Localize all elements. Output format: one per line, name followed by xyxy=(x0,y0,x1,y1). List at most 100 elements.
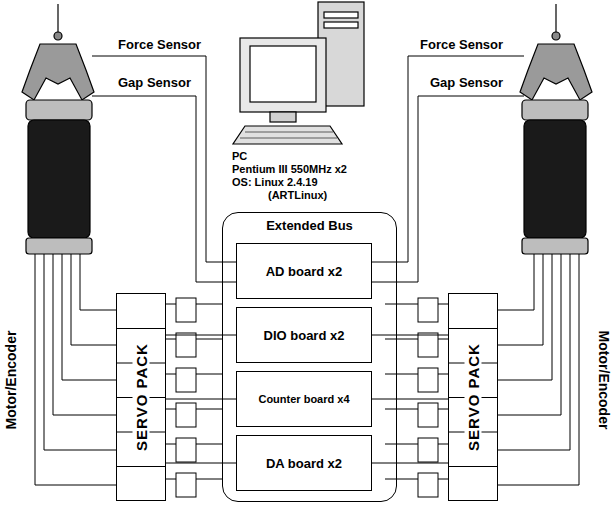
cable-label: Motor/Encoder xyxy=(595,331,610,430)
board-label: Counter board x4 xyxy=(258,393,349,405)
haptic-device-right xyxy=(520,4,592,254)
haptic-device-left xyxy=(22,4,94,254)
device-housing xyxy=(524,120,586,238)
servo-pack-label: SERVO PACK xyxy=(465,339,482,455)
servo-wire xyxy=(166,444,176,445)
interface-board: AD board x2 xyxy=(236,243,372,299)
terminal-block xyxy=(418,473,438,497)
motor-cable xyxy=(498,254,543,345)
board-label: DIO board x2 xyxy=(264,328,345,343)
terminal-block xyxy=(176,438,196,462)
device-base-plate xyxy=(26,100,92,120)
motor-cable xyxy=(71,254,116,345)
servo-wire xyxy=(196,409,222,410)
motor-cable xyxy=(80,254,116,310)
servo-wire xyxy=(166,339,176,340)
bus-wire xyxy=(372,399,448,400)
servo-wire xyxy=(385,409,418,410)
servo-wire xyxy=(385,339,418,340)
servo-unit-divider xyxy=(117,466,165,467)
drive-bay xyxy=(324,22,358,28)
motor-cable xyxy=(62,254,116,380)
bus-wire xyxy=(166,463,236,464)
device-stylus xyxy=(555,4,556,34)
terminal-block xyxy=(418,333,438,357)
pc-spec: PC xyxy=(232,150,247,162)
pc-keyboard xyxy=(233,126,342,144)
keyboard-keys xyxy=(240,132,337,138)
motor-cable xyxy=(53,254,116,415)
servo-wire xyxy=(196,339,222,340)
monitor-stand xyxy=(270,112,296,122)
servo-wire xyxy=(385,444,418,445)
motor-cable xyxy=(44,254,116,450)
bus-wire xyxy=(166,399,236,400)
terminal-block xyxy=(176,368,196,392)
servo-wire xyxy=(438,479,448,480)
drive-bay xyxy=(324,12,358,18)
terminal-block xyxy=(176,403,196,427)
servo-pack: SERVO PACK xyxy=(448,293,498,501)
device-tip xyxy=(552,32,560,40)
motor-cable xyxy=(498,254,534,310)
device-bottom-ring xyxy=(522,238,588,254)
parallel-mechanism xyxy=(520,44,592,100)
sensor-label: Force Sensor xyxy=(420,38,503,52)
servo-wire xyxy=(438,304,448,305)
servo-wire xyxy=(166,304,176,305)
servo-wire xyxy=(438,409,448,410)
servo-wire xyxy=(385,374,418,375)
monitor-screen xyxy=(250,46,316,102)
servo-wire xyxy=(438,374,448,375)
interface-board: Counter board x4 xyxy=(236,371,372,427)
motor-cable xyxy=(498,254,552,380)
servo-wire xyxy=(385,479,418,480)
motor-cable xyxy=(498,254,561,415)
servo-wire xyxy=(196,444,222,445)
servo-wire xyxy=(166,374,176,375)
device-tip xyxy=(54,32,62,40)
pc-monitor xyxy=(240,38,326,112)
servo-pack-label: SERVO PACK xyxy=(133,339,150,455)
force-sensor-wire xyxy=(92,56,236,262)
servo-wire xyxy=(385,304,418,305)
pc-spec: (ARTLinux) xyxy=(268,189,327,201)
board-label: AD board x2 xyxy=(266,264,343,279)
servo-wire xyxy=(166,409,176,410)
servo-wire xyxy=(196,304,222,305)
bus-title: Extended Bus xyxy=(223,218,396,233)
pc-illustration xyxy=(233,2,364,144)
terminal-block xyxy=(418,438,438,462)
interface-board: DA board x2 xyxy=(236,435,372,491)
device-stylus xyxy=(57,4,58,34)
bus-wire xyxy=(372,463,448,464)
terminal-block xyxy=(176,333,196,357)
motor-cable xyxy=(35,254,116,485)
sensor-label: Force Sensor xyxy=(118,38,201,52)
cable-label: Motor/Encoder xyxy=(4,331,19,430)
device-housing xyxy=(28,120,90,238)
terminal-block xyxy=(176,298,196,322)
servo-pack: SERVO PACK xyxy=(116,293,166,501)
terminal-block xyxy=(176,473,196,497)
gap-sensor-wire xyxy=(92,96,236,282)
motor-cable xyxy=(498,254,570,450)
pc-spec: Pentium III 550MHz x2 xyxy=(232,163,347,175)
gap-sensor-wire xyxy=(370,96,524,282)
terminal-block xyxy=(418,403,438,427)
terminal-block xyxy=(418,298,438,322)
servo-wire xyxy=(438,339,448,340)
force-sensor-wire xyxy=(370,56,524,262)
servo-wire xyxy=(196,374,222,375)
bus-wire xyxy=(166,335,236,336)
sensor-label: Gap Sensor xyxy=(430,76,503,90)
sensor-label: Gap Sensor xyxy=(118,76,191,90)
servo-unit-divider xyxy=(449,328,497,329)
servo-unit-divider xyxy=(449,466,497,467)
servo-wire xyxy=(166,479,176,480)
extended-bus: Extended Bus AD board x2 DIO board x2 Count… xyxy=(222,212,397,502)
motor-cable xyxy=(498,254,579,485)
bus-wire xyxy=(372,335,448,336)
device-base-plate xyxy=(522,100,588,120)
